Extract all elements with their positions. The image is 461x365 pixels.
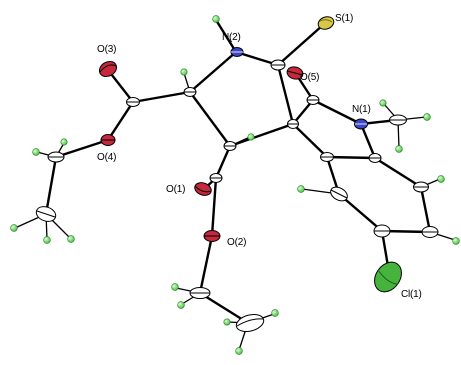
bond-c-c <box>373 156 423 189</box>
bond-c-c <box>44 155 58 216</box>
bond-o-c <box>198 234 214 295</box>
atom-c-ar4 <box>373 224 391 238</box>
atom-h <box>235 347 243 355</box>
atom-o1 <box>194 182 212 196</box>
bond-c-o <box>210 176 218 238</box>
atom-o5 <box>286 66 304 80</box>
atom-h <box>180 68 188 76</box>
bond-c-c <box>228 122 295 148</box>
atom-h <box>379 99 387 107</box>
label-o4: O(4) <box>97 152 116 163</box>
atom-c-thione <box>270 59 286 71</box>
bond-c-s <box>276 23 325 67</box>
label-s1: S(1) <box>335 13 353 24</box>
atom-c-alpha <box>183 87 197 97</box>
atom-h <box>247 133 255 141</box>
bond-n2-c <box>188 50 238 94</box>
atom-h <box>271 309 279 317</box>
bond-c-c <box>325 155 377 160</box>
bond-c-c <box>276 63 295 126</box>
heteroatom-layer <box>98 16 402 293</box>
atom-o2 <box>203 230 221 242</box>
atom-c-nmethyl <box>389 114 407 126</box>
atom-h <box>171 283 179 291</box>
label-o2: O(2) <box>227 237 246 248</box>
bond-c-c <box>291 122 329 159</box>
atom-h <box>60 138 68 146</box>
atom-c-ch3-a <box>35 206 57 222</box>
bond-c-o <box>106 100 135 142</box>
atom-c-ar6 <box>421 226 439 238</box>
atom-c-carbonyl <box>306 95 320 105</box>
atom-o3 <box>98 60 118 78</box>
atom-h <box>223 318 231 326</box>
hydrogen-bond-layer <box>14 72 456 351</box>
label-o5: O(5) <box>300 72 319 83</box>
bond-n-c <box>359 122 377 160</box>
label-o3: O(3) <box>97 44 116 55</box>
hydrogen-layer <box>10 15 460 355</box>
atom-h <box>67 235 75 243</box>
atom-c-spiro <box>287 119 299 129</box>
label-n2: N(2) <box>222 32 241 43</box>
atom-c-ester1 <box>126 97 140 107</box>
atom-c-ch2-a <box>47 151 65 163</box>
bond-c-o <box>106 68 135 104</box>
atom-c-ch3-b <box>235 313 265 333</box>
atom-h <box>297 185 305 193</box>
bond-c-c <box>214 144 232 180</box>
atom-h <box>423 113 431 121</box>
atom-c-ch2-b <box>189 287 211 299</box>
atom-h <box>177 301 185 309</box>
atom-n1 <box>354 118 368 130</box>
bond-c-c <box>188 90 232 148</box>
bond-o-c <box>54 138 110 159</box>
bond-n2-h <box>214 18 238 54</box>
atom-h <box>452 237 460 245</box>
atom-c-ester2 <box>209 173 223 183</box>
bond-c-c <box>419 185 432 234</box>
bond-c-c <box>131 90 192 104</box>
bond-c-c <box>198 291 250 325</box>
label-cl1: Cl(1) <box>401 289 422 300</box>
label-layer: S(1) N(2) O(3) O(5) N(1) O(4) O(1) O(2) … <box>97 13 422 300</box>
atom-cl1 <box>374 261 402 293</box>
bond-n2-c <box>234 50 280 67</box>
atom-s1 <box>317 16 335 30</box>
atom-c-beta <box>223 141 237 151</box>
bond-c-n <box>311 98 363 126</box>
atom-n2 <box>230 47 244 57</box>
atom-c-ar2 <box>368 153 382 163</box>
atom-c-ar5 <box>413 181 429 193</box>
label-n1: N(1) <box>352 104 371 115</box>
atom-h <box>32 148 40 156</box>
atom-c-ar1 <box>320 152 334 162</box>
atom-h <box>437 175 445 183</box>
label-o1: O(1) <box>166 184 185 195</box>
atom-h <box>10 224 18 232</box>
atom-c-ar3 <box>330 186 348 202</box>
bond-c-c <box>337 192 384 233</box>
atom-h <box>43 236 51 244</box>
atom-o4 <box>100 134 116 146</box>
atom-h <box>395 145 403 153</box>
carbon-layer <box>35 59 439 333</box>
atom-h <box>212 15 220 23</box>
